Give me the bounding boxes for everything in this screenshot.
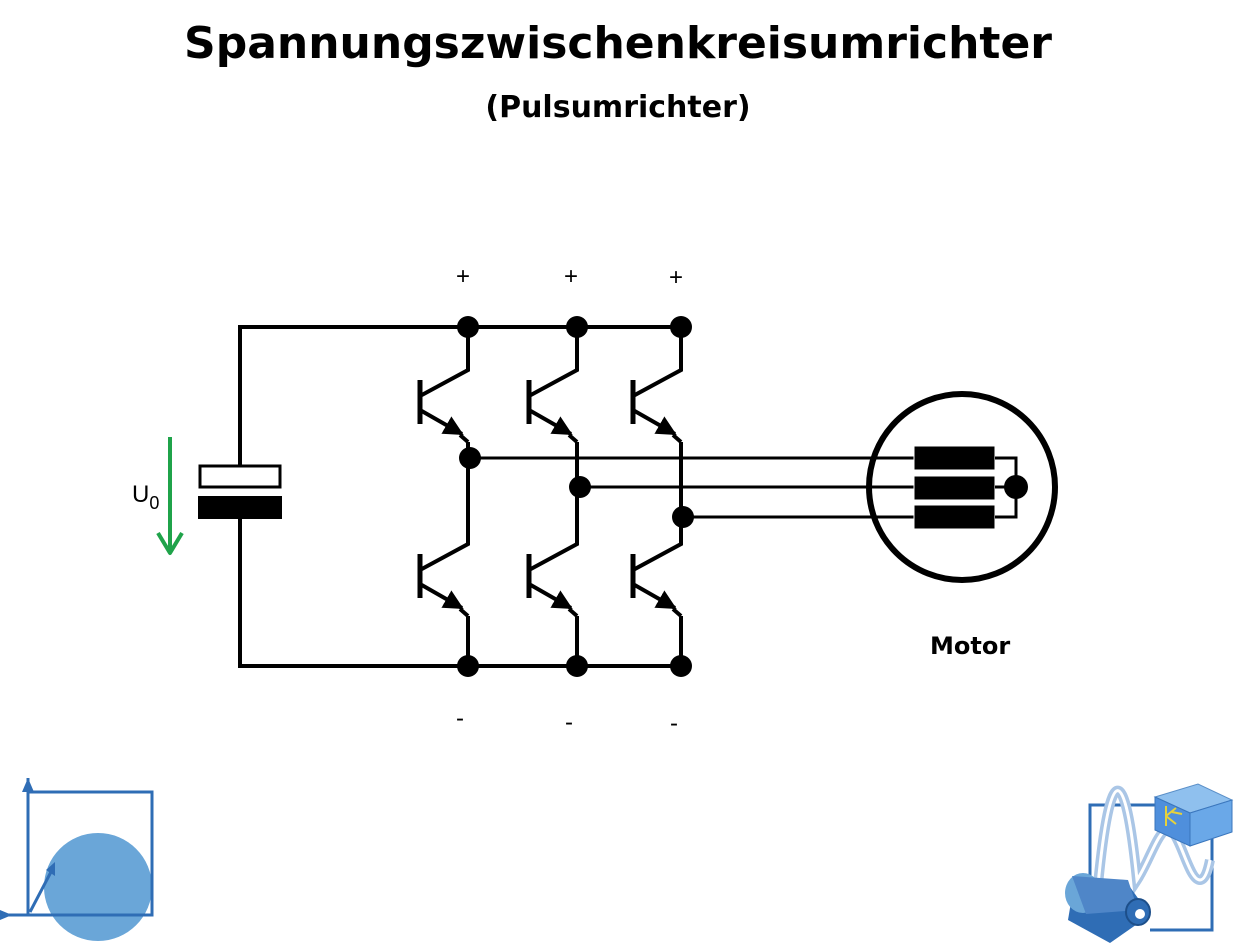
junction-phase-2 xyxy=(569,476,591,498)
page-title: Spannungszwischenkreisumrichter xyxy=(184,18,1052,69)
dc-bus-plus-rail xyxy=(238,325,680,466)
leg-1-upper-transistor-emitter xyxy=(458,433,470,444)
leg-1-lower-transistor-emitter-arrow xyxy=(419,582,464,610)
plus-label-3: + xyxy=(669,264,683,291)
junction-phase-3 xyxy=(672,506,694,528)
leg-2-lower-transistor-collector xyxy=(528,534,579,572)
leg-1-lower-transistor-collector xyxy=(419,534,470,572)
transistor-cube-icon xyxy=(1153,783,1234,847)
leg-1-minus-junction xyxy=(457,655,479,677)
leg-1-upper-transistor-emitter-arrow xyxy=(419,408,464,436)
left-logo-disc xyxy=(44,833,152,941)
minus-label-2: - xyxy=(565,709,573,736)
junction-phase-1 xyxy=(459,447,481,469)
leg-1-plus-junction xyxy=(457,316,479,338)
leg-1-upper-transistor-collector xyxy=(419,360,470,398)
motor-winding-3 xyxy=(913,504,996,530)
dc-bus-minus-rail xyxy=(238,519,680,668)
motor-label: Motor xyxy=(930,632,1010,660)
leg-2-minus-junction xyxy=(566,655,588,677)
leg-2-upper-transistor-emitter-arrow xyxy=(528,408,573,436)
voltage-indicator: U0 xyxy=(132,437,184,555)
star-point xyxy=(1004,475,1028,499)
leg-1-lower-transistor-emitter xyxy=(458,607,470,618)
page-subtitle: (Pulsumrichter) xyxy=(485,90,751,125)
phase-wires xyxy=(470,456,915,519)
leg-2-lower-transistor-emitter xyxy=(567,607,579,618)
minus-label-1: - xyxy=(456,705,464,732)
motor: Motor xyxy=(862,391,1058,660)
terminal-labels: + + + - - - xyxy=(456,263,683,737)
plus-label-1: + xyxy=(456,263,470,290)
leg-3-upper-transistor-collector xyxy=(632,360,683,398)
leg-3-lower-transistor-emitter xyxy=(671,607,683,618)
dc-bus xyxy=(238,325,680,668)
minus-label-3: - xyxy=(670,710,678,737)
leg-2-upper-transistor-emitter xyxy=(567,433,579,444)
right-logo xyxy=(1065,783,1234,943)
motor-icon xyxy=(1065,873,1151,943)
capacitor-plate-bottom xyxy=(198,496,282,519)
output-junctions xyxy=(459,447,694,528)
inverter-legs xyxy=(417,316,692,677)
leg-2-lower-transistor-emitter-arrow xyxy=(528,582,573,610)
motor-winding-2 xyxy=(913,475,996,501)
leg-2-plus-junction xyxy=(566,316,588,338)
capacitor xyxy=(198,464,282,519)
leg-3-minus-junction xyxy=(670,655,692,677)
leg-2-upper-transistor-collector xyxy=(528,360,579,398)
motor-winding-1 xyxy=(913,445,996,471)
left-logo xyxy=(0,778,154,941)
plus-label-2: + xyxy=(564,263,578,290)
capacitor-plate-top xyxy=(198,464,282,489)
leg-3-lower-transistor-collector xyxy=(632,534,683,572)
leg-3-upper-transistor-emitter xyxy=(671,433,683,444)
voltage-arrowhead xyxy=(156,531,184,555)
leg-3-lower-transistor-emitter-arrow xyxy=(632,582,677,610)
leg-3-plus-junction xyxy=(670,316,692,338)
leg-3-upper-transistor-emitter-arrow xyxy=(632,408,677,436)
voltage-label: U0 xyxy=(132,481,159,513)
